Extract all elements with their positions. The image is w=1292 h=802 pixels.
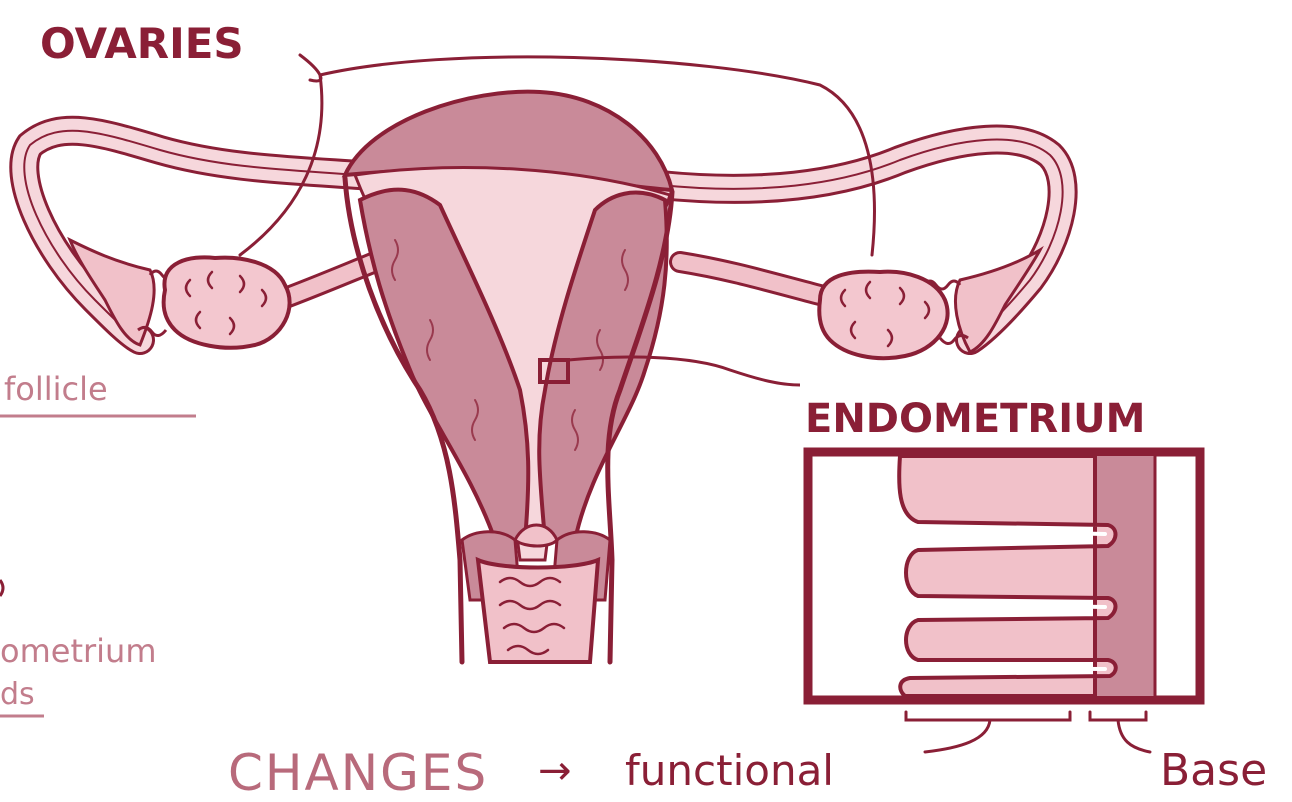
endometrium-detail: [808, 452, 1200, 700]
side-note-mark: [0, 580, 3, 596]
endometrium-label: ENDOMETRIUM: [805, 396, 1145, 442]
side-note-endometrium: ometrium: [0, 632, 156, 670]
side-note-glands: ds: [0, 677, 35, 712]
right-ovary: [819, 272, 947, 359]
changes-label: CHANGES: [228, 744, 488, 802]
base-label: Base: [1160, 745, 1267, 796]
vagina: [478, 560, 598, 662]
ovaries-label: OVARIES: [40, 19, 244, 68]
changes-arrow: →: [538, 748, 572, 794]
functional-label: functional: [625, 746, 834, 795]
left-ovary: [164, 257, 290, 347]
side-note-follicle: follicle: [4, 370, 108, 408]
layer-brackets: [906, 712, 1150, 752]
right-ovarian-ligament: [680, 262, 820, 295]
